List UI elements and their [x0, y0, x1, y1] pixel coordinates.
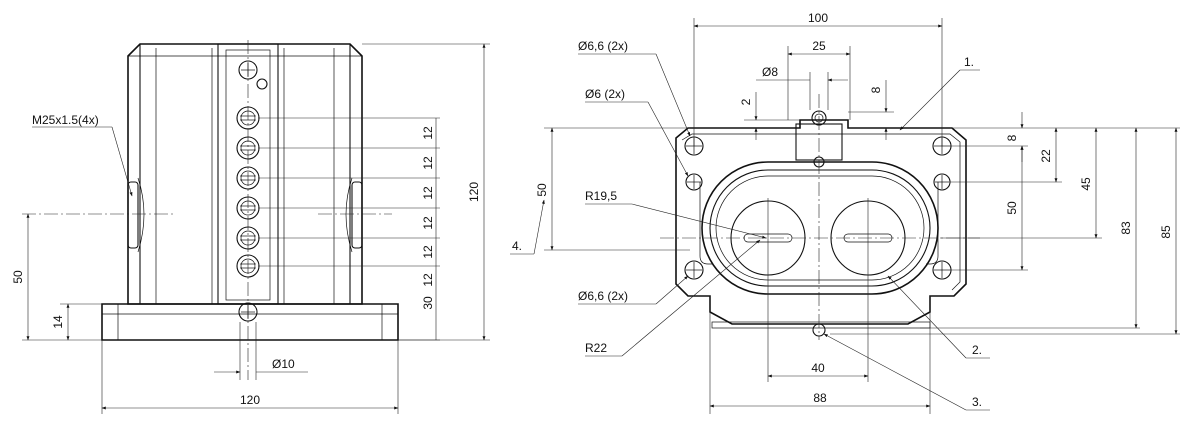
- callout-1: 1.: [964, 55, 974, 69]
- label-hole-66-top: Ø6,6 (2x): [578, 39, 628, 53]
- dim-left-50: 50: [535, 183, 549, 197]
- label-r22: R22: [585, 341, 607, 355]
- dim-thread-height: 50: [11, 270, 25, 284]
- label-hole-6: Ø6 (2x): [585, 87, 625, 101]
- callout-2: 2.: [972, 343, 982, 357]
- dim-right-8: 8: [1005, 134, 1019, 141]
- hole-bottom-right-icon: [932, 260, 952, 280]
- left-actuator: [730, 198, 806, 382]
- dim-overall-height: 120: [467, 182, 481, 202]
- right-gland-boss: [351, 181, 363, 249]
- dim-bottom-30: 30: [421, 296, 435, 310]
- pitch-label-2: 12: [421, 156, 435, 170]
- hole-bottom-left-icon: [684, 260, 704, 280]
- dim-right-83: 83: [1119, 221, 1133, 235]
- housing-outline: [127, 43, 363, 305]
- dim-small-8: 8: [869, 86, 883, 93]
- indicator-icon: [256, 78, 268, 90]
- pitch-label-4: 12: [421, 216, 435, 230]
- dim-right-85: 85: [1159, 225, 1173, 239]
- hole-mid-left-icon: [685, 173, 703, 191]
- pitch-label-3: 12: [421, 186, 435, 200]
- dim-right-45: 45: [1079, 177, 1093, 191]
- pitch-label-6: 12: [421, 273, 435, 287]
- inner-housing: [701, 161, 939, 295]
- callout-3: 3.: [972, 395, 982, 409]
- dim-small-2: 2: [739, 98, 753, 105]
- front-view: 12 12 12 12 12 12 30 120 50 14 Ø10 120 M…: [11, 40, 490, 414]
- dim-base-height: 14: [51, 315, 65, 329]
- dim-overall-width: 120: [240, 393, 260, 407]
- dim-slot-25: 25: [812, 39, 826, 53]
- pitch-label-5: 12: [421, 245, 435, 259]
- label-r195: R19,5: [585, 189, 617, 203]
- hole-mid-right-icon: [933, 173, 951, 191]
- thread-label: M25x1.5(4x): [32, 113, 99, 127]
- label-hole-66-bottom: Ø6,6 (2x): [578, 289, 628, 303]
- dim-right-50: 50: [1005, 201, 1019, 215]
- callout-4: 4.: [512, 239, 522, 253]
- dim-hole-diameter: Ø10: [272, 357, 295, 371]
- base-plate: [101, 303, 399, 341]
- top-view: 100 25 Ø8 2 8 Ø6,6 (2x) Ø6 (2x) R19,5 Ø6: [510, 11, 1180, 414]
- dim-hole-8: Ø8: [762, 65, 778, 79]
- dim-bottom-88: 88: [813, 391, 827, 405]
- left-gland-boss: [127, 181, 139, 249]
- dim-bottom-40: 40: [811, 361, 825, 375]
- dim-width-100: 100: [808, 11, 828, 25]
- dim-right-22: 22: [1039, 149, 1053, 163]
- pitch-label-1: 12: [421, 126, 435, 140]
